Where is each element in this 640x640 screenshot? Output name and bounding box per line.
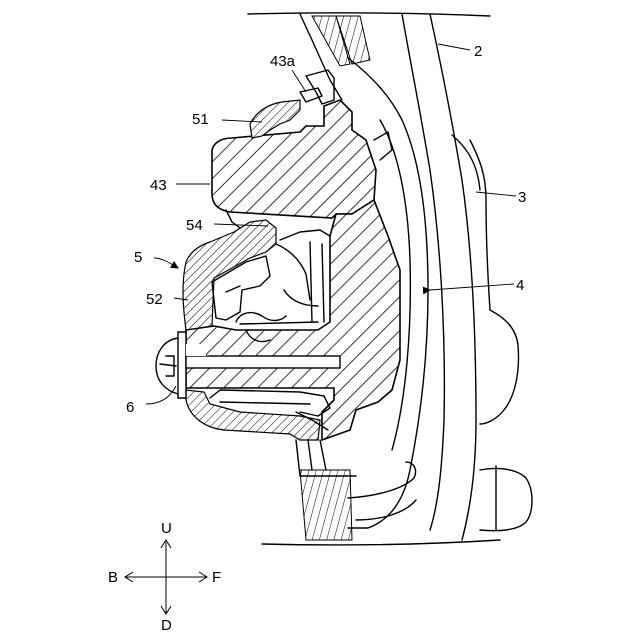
clip-block-43	[212, 100, 376, 218]
label-43a: 43a	[270, 53, 296, 70]
label-5: 5	[134, 249, 142, 266]
label-52: 52	[146, 291, 163, 308]
compass-front-label: F	[212, 569, 221, 586]
label-54: 54	[186, 217, 203, 234]
direction-compass: U D B F	[108, 520, 221, 634]
compass-up-label: U	[161, 520, 172, 537]
compass-back-label: B	[108, 569, 118, 586]
compass-down-label: D	[161, 617, 172, 634]
label-6: 6	[126, 399, 134, 416]
label-4: 4	[516, 277, 524, 294]
weatherstrip-lower	[296, 440, 356, 540]
label-3: 3	[518, 189, 526, 206]
label-2: 2	[474, 43, 482, 60]
label-43: 43	[150, 177, 167, 194]
label-51: 51	[192, 111, 209, 128]
